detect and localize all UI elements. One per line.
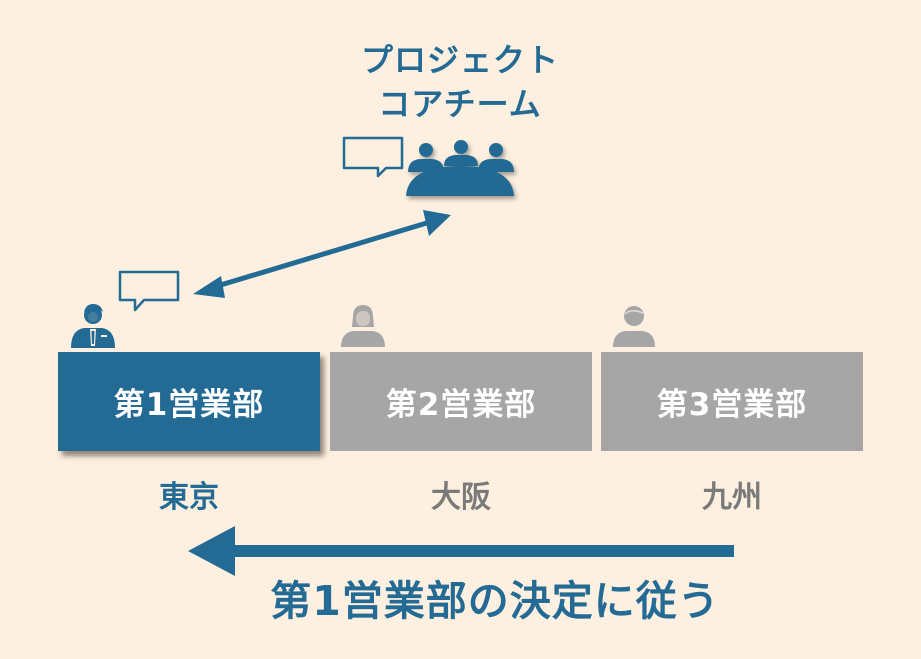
speech-bubble-icon bbox=[118, 270, 180, 312]
speech-bubble-icon bbox=[342, 136, 404, 178]
core-team-title: プロジェクト コアチーム bbox=[330, 38, 590, 126]
department-label: 第1営業部 bbox=[113, 387, 265, 423]
bottom-caption: 第1営業部の決定に従う bbox=[270, 577, 720, 625]
department-box-2[interactable]: 第2営業部 bbox=[330, 352, 592, 451]
man-icon bbox=[613, 306, 655, 347]
core-team-title-line2: コアチーム bbox=[378, 85, 542, 123]
department-label: 第3営業部 bbox=[656, 387, 808, 423]
woman-icon bbox=[341, 305, 385, 347]
department-box-1[interactable]: 第1営業部 bbox=[58, 352, 320, 451]
businessman-icon bbox=[71, 304, 115, 348]
department-label: 第2営業部 bbox=[385, 387, 537, 423]
department-box-3[interactable]: 第3営業部 bbox=[601, 352, 863, 451]
location-label-2: 大阪 bbox=[431, 480, 491, 515]
location-label-1: 東京 bbox=[159, 480, 219, 515]
arrow-left-icon bbox=[188, 526, 235, 576]
team-meeting-icon bbox=[406, 140, 514, 196]
core-team-title-line1: プロジェクト bbox=[360, 41, 559, 79]
arrowhead-right bbox=[423, 210, 451, 236]
arrowhead-left bbox=[193, 276, 225, 298]
location-label-3: 九州 bbox=[702, 480, 762, 515]
